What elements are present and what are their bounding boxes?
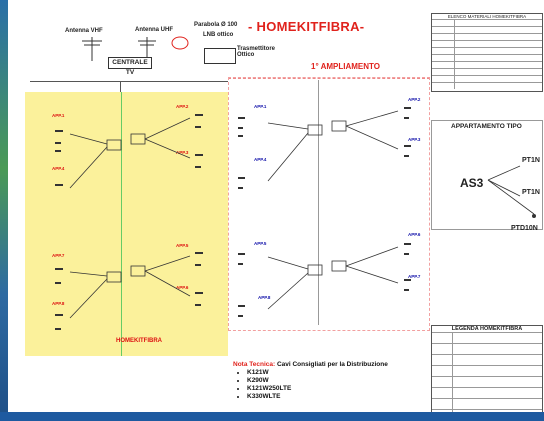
legend-row [432,398,542,409]
cable-list: K121W K290W K121W250LTE K330WLTE [233,369,388,401]
homekit-yellow-area [25,92,228,356]
apt-label-left: APP.1 [52,113,65,118]
material-table-title: ELENCO MATERIALI HOMEKITFIBRA [447,14,527,19]
legend-row [432,343,542,354]
homekitfibra-label: HOMEKITFIBRA [116,338,162,344]
left-wiring [55,114,203,330]
riser-line-right [318,80,319,325]
nota-tecnica: Nota Tecnica: Cavi Consigliati per la Di… [233,361,388,401]
cable-item: K330WLTE [247,393,388,401]
legend-row [432,365,542,376]
parabola-label: Parabola Ø 100 [194,22,238,28]
apt-label-left: APP.7 [52,253,65,258]
apt-label-left: APP.4 [52,166,65,171]
bottom-strip [0,412,544,421]
apt-label-left: APP.8 [52,301,65,306]
feed-line [30,81,228,82]
antenna-icon [82,36,189,61]
apt-label-right: APP.2 [408,97,421,102]
apt-label-left: APP.3 [176,150,189,155]
cable-item: K121W250LTE [247,385,388,393]
as3-label: AS3 [460,176,484,190]
antenna-vhf-label: Antenna VHF [65,28,103,34]
trasmettitore-label: Trasmettitore Ottico [237,46,276,58]
diagram-title: - HOMEKITFIBRA- [248,19,365,34]
apt-label-right: APP.3 [408,137,421,142]
material-table: ELENCO MATERIALI HOMEKITFIBRA [431,13,543,92]
table-row [432,40,542,47]
table-row [432,61,542,68]
table-row [432,54,542,61]
nota-prefix: Nota Tecnica: [233,361,276,368]
legend-row [432,332,542,343]
cable-item: K121W [247,369,388,377]
apartment-type-box [431,120,543,230]
ptd10n-label: PTD10N [511,225,538,232]
trasmettitore-box [204,48,236,64]
apt-label-right: APP.4 [254,157,267,162]
ampliamento-area [228,77,430,331]
lnb-label: LNB ottico [203,32,234,38]
pt1n-label: PT1N [522,157,540,164]
nota-text: Cavi Consigliati per la Distribuzione [276,361,388,368]
table-row [432,26,542,33]
apt-label-right: APP.6 [408,232,421,237]
table-row [432,82,542,89]
apt-label-left: APP.2 [176,104,189,109]
apt-label-left: APP.6 [176,285,189,290]
legend-table: LEGENDA HOMEKITFIBRA [431,325,543,420]
apt-label-right: APP.8 [258,295,271,300]
apartment-type-wiring [487,165,536,218]
table-row [432,33,542,40]
table-row [432,75,542,82]
table-row [432,47,542,54]
cable-item: K290W [247,377,388,385]
table-row [432,68,542,75]
centrale-tv-box: CENTRALE TV [108,57,152,76]
apt-label-right: APP.1 [254,104,267,109]
antenna-uhf-label: Antenna UHF [135,27,173,33]
apartment-type-title: APPARTAMENTO TIPO [451,123,522,130]
pt1n-label: PT1N [522,189,540,196]
right-wiring [238,107,411,317]
apt-label-left: APP.5 [176,243,189,248]
table-row [432,19,542,26]
legend-row [432,387,542,398]
legend-row [432,376,542,387]
apt-label-right: APP.7 [408,274,421,279]
apt-label-right: APP.5 [254,241,267,246]
legend-title: LEGENDA HOMEKITFIBRA [451,326,523,332]
ampliamento-label: 1° AMPLIAMENTO [311,62,380,71]
left-photo-strip [0,0,8,421]
legend-row [432,354,542,365]
riser-line-left [121,92,122,356]
feed-drop [120,81,121,93]
